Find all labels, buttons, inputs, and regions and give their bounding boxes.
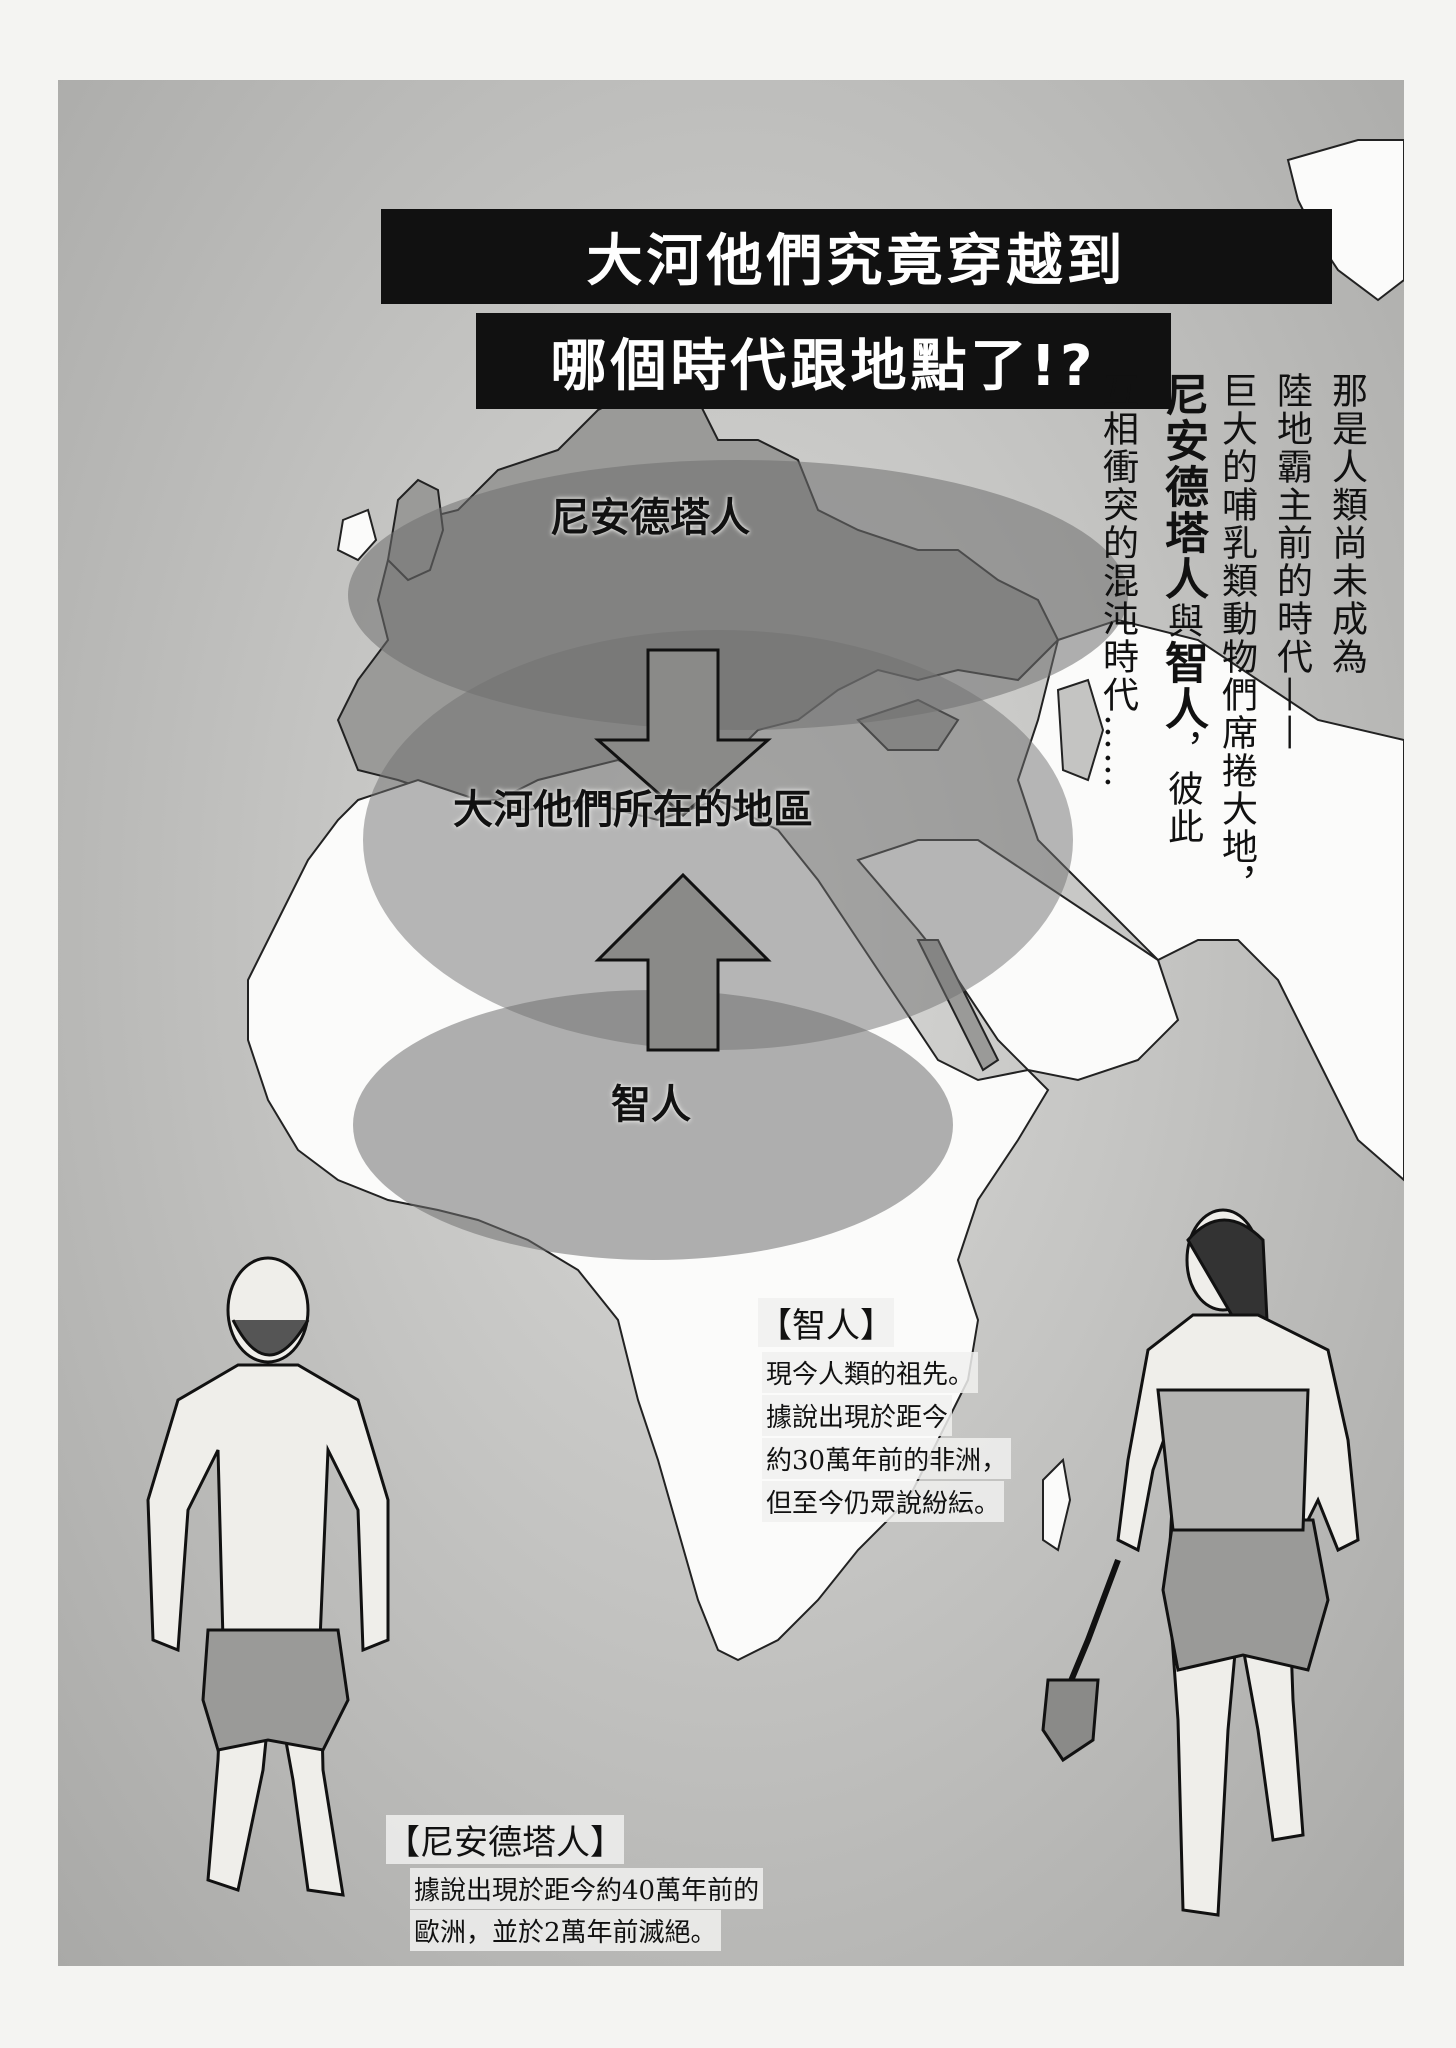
- caspian-sea: [1056, 678, 1105, 782]
- neanderthal-info-line-1: 據說出現於距今約40萬年前的: [410, 1868, 764, 1909]
- madagascar-landmass: [1042, 1457, 1072, 1552]
- sapiens-figure: [1041, 1208, 1360, 1917]
- neanderthal-figure: [146, 1256, 390, 1897]
- narration-col-3: 巨大的哺乳類動物們席捲大地，: [1216, 372, 1257, 904]
- sapiens-info-line-3: 約30萬年前的非洲，: [762, 1438, 1012, 1479]
- down-arrow: [594, 648, 772, 818]
- narration-col-4: 尼安德塔人與智人，彼此: [1150, 372, 1214, 846]
- neanderthal-info-heading: 【尼安德塔人】: [386, 1815, 624, 1864]
- neanderthal-info-line-2: 歐洲，並於2萬年前滅絕。: [410, 1910, 721, 1951]
- region-zone: [363, 630, 1073, 1050]
- title-line-1: 大河他們究竟穿越到: [381, 209, 1332, 304]
- manga-page-panel: 大河他們究竟穿越到 哪個時代跟地點了!? 那是人類尚未成為 陸地霸主前的時代——…: [58, 80, 1404, 1966]
- narration-neanderthal-emphasis: 尼安德塔人: [1157, 372, 1208, 602]
- region-map-label: 大河他們所在的地區: [453, 787, 813, 833]
- neanderthal-map-label: 尼安德塔人: [550, 495, 750, 541]
- narration-col-1: 那是人類尚未成為: [1326, 372, 1367, 676]
- narration-col4-end: ，彼此: [1162, 732, 1203, 846]
- narration-sapiens-emphasis: 智人: [1157, 640, 1208, 732]
- ireland-landmass: [336, 508, 378, 562]
- sapiens-info-line-2: 據說出現於距今: [762, 1395, 953, 1436]
- narration-col-5: 互相衝突的混沌時代……: [1097, 372, 1138, 790]
- narration-col-2: 陸地霸主前的時代——: [1271, 372, 1312, 752]
- sapiens-zone: [353, 990, 953, 1260]
- sapiens-map-label: 智人: [611, 1082, 691, 1128]
- up-arrow: [594, 872, 772, 1052]
- sapiens-info-line-4: 但至今仍眾說紛紜。: [762, 1481, 1005, 1522]
- title-line-2: 哪個時代跟地點了!?: [476, 313, 1171, 409]
- narration-and: 與: [1162, 602, 1203, 640]
- sapiens-info-line-1: 現今人類的祖先。: [762, 1352, 979, 1393]
- sapiens-info-heading: 【智人】: [758, 1298, 894, 1347]
